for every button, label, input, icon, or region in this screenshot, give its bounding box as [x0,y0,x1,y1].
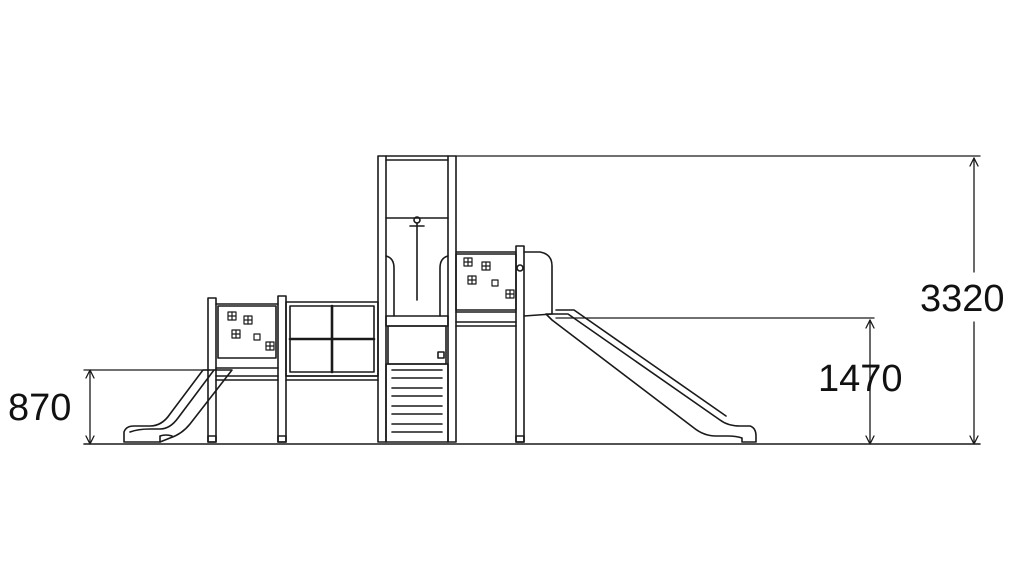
center-tall-tower [377,155,457,443]
handhold-icon [227,311,275,351]
ladder [385,363,449,443]
right-climbing-panel [455,253,517,311]
left-low-tower [207,295,287,443]
handhold-icon [463,257,515,299]
dimension-label-middle: 1470 [818,358,903,400]
dimension-middle [555,317,875,445]
dimension-label-left: 870 [8,387,72,429]
dimension-right [455,155,981,445]
dimension-left [83,369,211,445]
dimension-label-right: 3320 [920,278,1005,320]
right-tower [455,245,553,443]
right-slide [545,309,757,443]
left-climbing-panel [217,305,277,359]
bridge-panel [285,301,379,381]
left-slide [123,369,233,443]
